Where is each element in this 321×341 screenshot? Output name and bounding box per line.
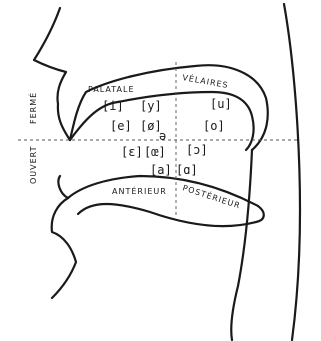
vowel-open-o: [ɔ] (186, 143, 208, 157)
label-anterieur: ANTÉRIEUR (112, 185, 167, 196)
vowel-oe: [œ] (144, 145, 166, 159)
label-palatale: PALATALE (88, 85, 135, 94)
vowel-schwa: ə (159, 129, 166, 143)
vowel-epsilon: [ɛ] (121, 145, 143, 159)
face-profile-outline (34, 8, 70, 140)
vowel-e: [e] (110, 119, 132, 133)
label-ferme: FERMÉ (27, 92, 38, 124)
vowel-u: [u] (210, 97, 232, 111)
vowel-a: [a] (150, 163, 172, 177)
vowel-i: [i] (102, 99, 124, 113)
vowel-alpha: [ɑ] (176, 163, 198, 177)
throat-front-outline (231, 150, 252, 340)
label-ouvert: OUVERT (29, 145, 38, 184)
label-velaires: VÉLAIRES (182, 71, 230, 90)
vowel-o: [o] (203, 119, 225, 133)
vowel-y: [y] (140, 99, 162, 113)
throat-back-outline (284, 4, 300, 340)
